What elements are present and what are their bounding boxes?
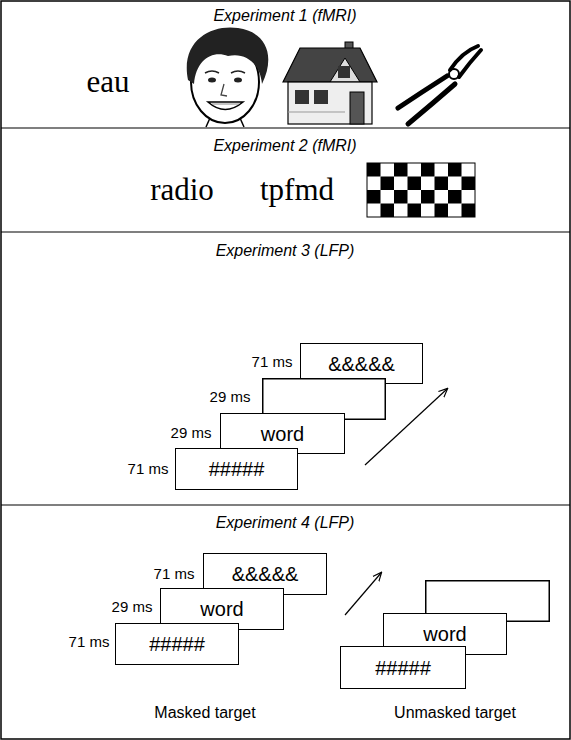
pliers-picture	[398, 46, 481, 124]
frame-text: #####	[149, 633, 205, 655]
stimulus-word: tpfmd	[260, 173, 334, 207]
face-picture	[187, 27, 269, 127]
frame-text: #####	[209, 458, 265, 480]
duration-label: 71 ms	[69, 634, 110, 651]
stimulus-word: eau	[86, 65, 129, 99]
section-divider	[1, 231, 570, 232]
display-frame: &&&&&	[300, 343, 423, 384]
section-divider	[1, 504, 570, 505]
frame-text: word	[261, 423, 304, 445]
section-divider	[1, 127, 570, 128]
frame-text: &&&&&	[328, 353, 395, 375]
frame-text: &&&&&	[232, 563, 299, 585]
display-frame: #####	[115, 623, 239, 665]
frame-text: #####	[375, 657, 431, 679]
section-heading: Experiment 4 (LFP)	[216, 514, 355, 532]
display-frame: #####	[175, 448, 298, 490]
condition-caption: Masked target	[154, 704, 255, 722]
time-arrow	[345, 573, 381, 615]
section-heading: Experiment 2 (fMRI)	[213, 137, 356, 155]
house-picture	[283, 42, 377, 124]
duration-label: 29 ms	[171, 425, 212, 442]
frame-text: word	[423, 623, 466, 645]
duration-label: 71 ms	[128, 461, 169, 478]
display-frame: #####	[340, 646, 466, 689]
checkerboard	[367, 163, 475, 217]
section-heading: Experiment 3 (LFP)	[216, 242, 355, 260]
frame-text: word	[200, 598, 243, 620]
stimulus-word: radio	[150, 173, 214, 207]
section-heading: Experiment 1 (fMRI)	[213, 7, 356, 25]
duration-label: 29 ms	[112, 599, 153, 616]
condition-caption: Unmasked target	[394, 704, 516, 722]
duration-label: 29 ms	[210, 389, 251, 406]
duration-label: 71 ms	[154, 566, 195, 583]
duration-label: 71 ms	[252, 354, 293, 371]
